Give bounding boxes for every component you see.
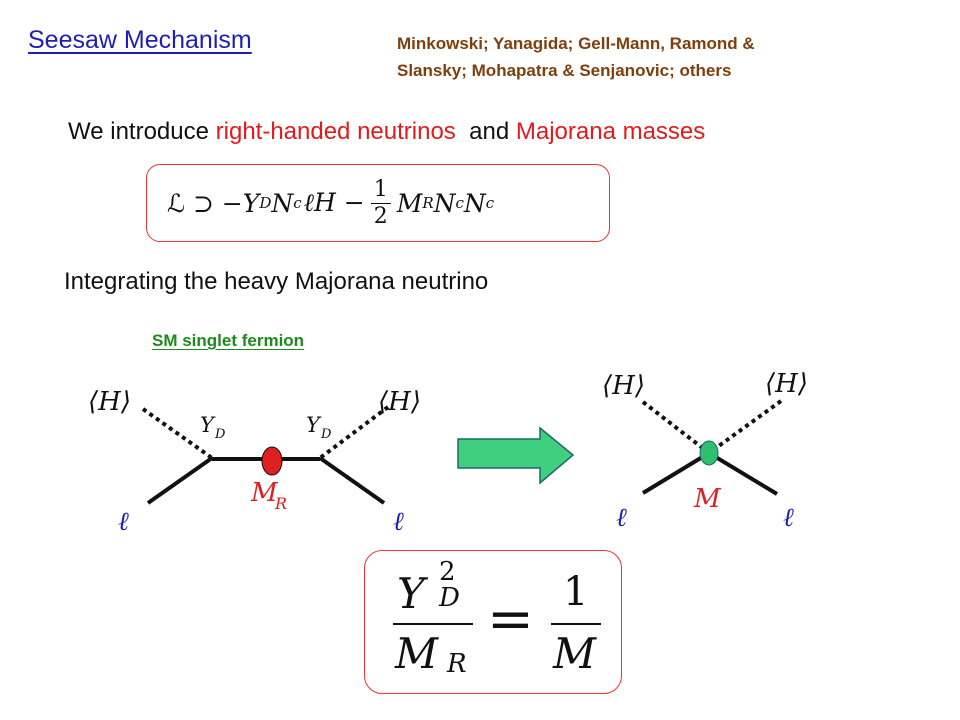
majorana-mass-insertion <box>261 446 283 476</box>
authors-line-1: Minkowski; Yanagida; Gell-Mann, Ramond & <box>397 34 755 53</box>
result-yukawa-sub: D <box>439 583 460 613</box>
result-formula: Y 2 D M R = 1 M <box>365 551 621 693</box>
arrow-icon <box>457 426 575 485</box>
right-lepton-label-2: ℓ <box>783 503 794 533</box>
intro-sentence: We introduce right-handed neutrinos and … <box>68 118 705 146</box>
n-field-2: N <box>433 188 456 218</box>
result-rhs-denominator: M <box>553 629 597 678</box>
result-rhs-numerator: 1 <box>563 569 589 615</box>
yukawa-left: Y <box>200 413 216 437</box>
right-higgs-line-2 <box>707 399 783 455</box>
right-higgs-line-1 <box>641 400 711 455</box>
mass-label-mr: M <box>250 478 279 508</box>
term-majorana-masses: Majorana masses <box>515 118 706 145</box>
left-lepton-line-1 <box>146 456 214 505</box>
left-lepton-line-2 <box>318 456 386 505</box>
yukawa-left-sub: D <box>214 427 226 442</box>
mass-label-mr-sub: R <box>274 494 287 513</box>
n-field-3: N <box>463 188 486 218</box>
result-mass-mr: M <box>395 629 439 678</box>
n-field-3-conj: c <box>485 194 495 212</box>
majorana-mass-symbol: M <box>396 188 423 218</box>
left-lepton-label-1: ℓ <box>118 507 129 537</box>
right-diagram: ⟨H⟩ ⟨H⟩ M ℓ ℓ <box>602 369 808 533</box>
integrate-out-arrow <box>457 426 575 485</box>
page-title: Seesaw Mechanism <box>28 26 252 54</box>
half-numerator: 1 <box>373 176 388 202</box>
singlet-label: SM singlet fermion <box>152 331 305 350</box>
half-fraction: 1 2 <box>370 176 391 230</box>
result-yukawa: Y <box>397 569 425 618</box>
majorana-mass-subscript: R <box>422 194 434 212</box>
result-box: Y 2 D M R = 1 M <box>364 550 622 694</box>
n-field-1-conj: c <box>293 194 302 212</box>
integrating-sentence: Integrating the heavy Majorana neutrino <box>64 268 489 295</box>
right-lepton-line-2 <box>707 451 779 496</box>
yukawa-right-sub: D <box>320 427 332 442</box>
yukawa-symbol: Y <box>242 188 260 218</box>
result-fraction-bar-right <box>551 623 601 625</box>
left-vev-2: ⟨H⟩ <box>378 387 421 417</box>
right-vev-2: ⟨H⟩ <box>765 369 808 399</box>
result-mass-mr-sub: R <box>447 649 467 679</box>
result-yukawa-sup: 2 <box>439 557 456 587</box>
result-equals: = <box>487 587 534 652</box>
effective-mass-label: M <box>693 484 722 514</box>
left-vev-1: ⟨H⟩ <box>88 387 131 417</box>
yukawa-right: Y <box>306 413 322 437</box>
effective-vertex <box>699 440 719 466</box>
term-right-handed-neutrinos: right-handed neutrinos <box>215 118 456 145</box>
lagrangian-lhs: ℒ ⊃ − <box>167 188 243 218</box>
left-higgs-line-1 <box>141 407 214 460</box>
right-lepton-label-1: ℓ <box>616 503 627 533</box>
right-lepton-line-1 <box>641 451 711 495</box>
left-higgs-line-2 <box>318 405 390 460</box>
authors-line-2: Slansky; Mohapatra & Senjanovic; others <box>397 61 732 80</box>
intro-prefix: We introduce <box>68 118 216 145</box>
left-diagram: ⟨H⟩ ⟨H⟩ Y D Y D M R ℓ ℓ <box>88 387 421 537</box>
lepton-higgs-term: ℓH − <box>303 188 365 217</box>
n-field-1: N <box>271 188 294 218</box>
result-fraction-bar-left <box>393 623 473 625</box>
authors-credit: Minkowski; Yanagida; Gell-Mann, Ramond &… <box>397 30 867 84</box>
half-denominator: 2 <box>370 202 391 230</box>
right-vev-1: ⟨H⟩ <box>602 371 645 401</box>
intro-middle: and <box>455 118 516 145</box>
left-lepton-label-2: ℓ <box>393 507 404 537</box>
n-field-2-conj: c <box>455 194 464 212</box>
yukawa-subscript: D <box>259 194 272 212</box>
